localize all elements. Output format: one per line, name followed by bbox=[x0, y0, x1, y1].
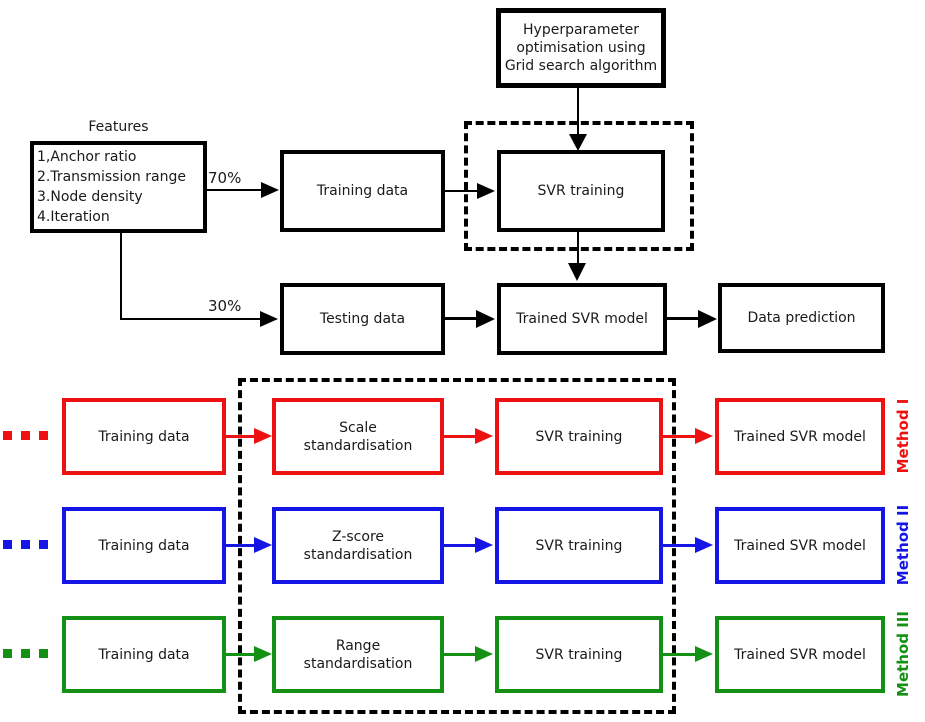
connector-line bbox=[444, 435, 475, 438]
standardisation-line: standardisation bbox=[303, 546, 413, 563]
scale-standardisation-box: Scale standardisation bbox=[272, 398, 444, 475]
training-data-label: Training data bbox=[98, 428, 190, 445]
test-split-label: 30% bbox=[208, 297, 242, 315]
training-data-box: Training data bbox=[62, 398, 226, 475]
trained-svr-model-label: Trained SVR model bbox=[734, 537, 866, 554]
standardisation-line: standardisation bbox=[303, 655, 413, 672]
method-2-label: Method II bbox=[894, 504, 912, 586]
hyperparameter-line: Grid search algorithm bbox=[504, 58, 658, 74]
train-split-label: 70% bbox=[208, 169, 242, 187]
data-prediction-box: Data prediction bbox=[718, 283, 885, 353]
ellipsis-dots bbox=[3, 649, 48, 658]
connector-line bbox=[445, 190, 479, 192]
svr-training-box: SVR training bbox=[495, 507, 663, 584]
connector-line bbox=[444, 653, 475, 656]
connector-line bbox=[444, 544, 475, 547]
arrowhead-down-icon bbox=[568, 263, 586, 281]
svr-training-label: SVR training bbox=[535, 428, 623, 445]
features-box: 1,Anchor ratio 2.Transmission range 3.No… bbox=[30, 141, 207, 233]
training-data-box: Training data bbox=[280, 150, 445, 232]
arrowhead-right-icon bbox=[477, 183, 495, 199]
range-standardisation-box: Range standardisation bbox=[272, 616, 444, 693]
feature-item: 2.Transmission range bbox=[37, 169, 186, 185]
trained-svr-model-label: Trained SVR model bbox=[734, 428, 866, 445]
training-data-label: Training data bbox=[316, 183, 409, 199]
data-prediction-label: Data prediction bbox=[747, 310, 856, 326]
testing-data-label: Testing data bbox=[319, 311, 406, 327]
svr-training-label: SVR training bbox=[537, 183, 625, 199]
feature-item: 1,Anchor ratio bbox=[37, 149, 137, 165]
ellipsis-dots bbox=[3, 431, 48, 440]
method-3-label: Method III bbox=[894, 611, 912, 697]
method-1-label: Method I bbox=[894, 398, 912, 474]
standardisation-line: Scale bbox=[339, 419, 377, 436]
connector-line bbox=[663, 435, 695, 438]
svr-training-label: SVR training bbox=[535, 646, 623, 663]
feature-item: 3.Node density bbox=[37, 189, 143, 205]
arrowhead-down-icon bbox=[569, 134, 587, 151]
training-data-label: Training data bbox=[98, 537, 190, 554]
arrowhead-right-icon bbox=[476, 310, 495, 328]
trained-svr-model-box: Trained SVR model bbox=[715, 398, 885, 475]
arrowhead-right-icon bbox=[695, 646, 713, 662]
arrowhead-right-icon bbox=[260, 311, 278, 327]
arrowhead-right-icon bbox=[475, 537, 493, 553]
trained-svr-model-box: Trained SVR model bbox=[497, 283, 667, 355]
connector-line bbox=[577, 232, 579, 264]
standardisation-line: standardisation bbox=[303, 437, 413, 454]
arrowhead-right-icon bbox=[254, 646, 272, 662]
svr-training-box: SVR training bbox=[495, 616, 663, 693]
connector-line bbox=[207, 189, 263, 191]
arrowhead-right-icon bbox=[261, 182, 279, 198]
trained-svr-model-box: Trained SVR model bbox=[715, 507, 885, 584]
arrowhead-right-icon bbox=[698, 310, 717, 328]
standardisation-line: Z-score bbox=[331, 528, 384, 545]
connector-line bbox=[667, 317, 699, 320]
svr-training-label: SVR training bbox=[535, 537, 623, 554]
connector-line bbox=[226, 544, 254, 547]
arrowhead-right-icon bbox=[695, 428, 713, 444]
arrowhead-right-icon bbox=[475, 646, 493, 662]
trained-svr-model-label: Trained SVR model bbox=[734, 646, 866, 663]
standardisation-line: Range bbox=[335, 637, 381, 654]
testing-data-box: Testing data bbox=[280, 283, 445, 355]
hyperparameter-line: Hyperparameter bbox=[523, 22, 639, 38]
training-data-box: Training data bbox=[62, 616, 226, 693]
arrowhead-right-icon bbox=[254, 537, 272, 553]
connector-line bbox=[577, 88, 579, 134]
hyperparameter-optimisation-box: Hyperparameter optimisation using Grid s… bbox=[496, 8, 666, 88]
arrowhead-right-icon bbox=[695, 537, 713, 553]
trained-svr-model-label: Trained SVR model bbox=[516, 311, 648, 327]
training-data-box: Training data bbox=[62, 507, 226, 584]
hyperparameter-line: optimisation using bbox=[516, 40, 646, 56]
ellipsis-dots bbox=[3, 540, 48, 549]
connector-line bbox=[663, 653, 695, 656]
connector-line bbox=[663, 544, 695, 547]
connector-line bbox=[120, 318, 262, 320]
svr-training-dashed-frame bbox=[464, 121, 694, 251]
trained-svr-model-box: Trained SVR model bbox=[715, 616, 885, 693]
connector-line bbox=[445, 317, 478, 320]
svr-training-box: SVR training bbox=[495, 398, 663, 475]
training-data-label: Training data bbox=[98, 646, 190, 663]
arrowhead-right-icon bbox=[475, 428, 493, 444]
svr-training-box: SVR training bbox=[497, 150, 665, 232]
connector-line bbox=[226, 653, 254, 656]
feature-item: 4.Iteration bbox=[37, 209, 110, 225]
zscore-standardisation-box: Z-score standardisation bbox=[272, 507, 444, 584]
arrowhead-right-icon bbox=[254, 428, 272, 444]
connector-line bbox=[120, 233, 122, 320]
features-title: Features bbox=[88, 119, 149, 135]
connector-line bbox=[226, 435, 254, 438]
